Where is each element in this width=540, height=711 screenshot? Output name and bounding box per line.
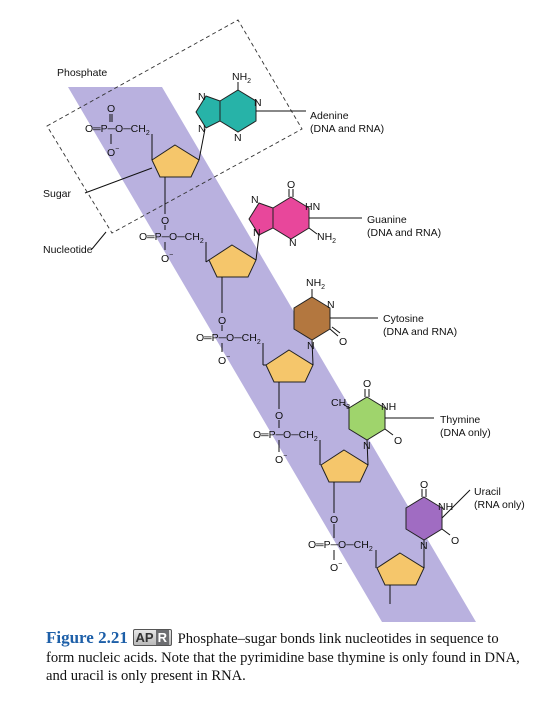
sugar-1: [151, 144, 200, 178]
cytosine-n2: N: [307, 340, 315, 352]
label-uracil: Uracil: [474, 486, 501, 498]
guanine-o: O: [287, 179, 295, 191]
label-cytosine-note: (DNA and RNA): [383, 326, 457, 338]
cytosine-n1: N: [327, 299, 335, 311]
chem-labels: O O═P─O─CH2 O− O O═P─O─CH2 O− O O═P─O─CH…: [85, 71, 459, 574]
label-guanine-note: (DNA and RNA): [367, 227, 441, 239]
apr-badge-ap: AP: [135, 630, 154, 645]
phosphate-row-1: O═P─O─CH2: [85, 123, 150, 137]
nucleotide-box: [46, 19, 303, 234]
phosphate-row-4: O═P─O─CH2: [253, 429, 318, 443]
phosphate-o-top-1: O: [107, 103, 115, 115]
sugar-4: [320, 449, 369, 483]
adenine-nh2: NH2: [232, 71, 251, 85]
guanine-base: [248, 196, 310, 240]
phosphate-o-top-3: O: [218, 315, 226, 327]
sugar-5: [376, 552, 425, 586]
adenine-n1: N: [198, 91, 206, 103]
uracil-nh: NH: [438, 501, 453, 513]
thymine-n: N: [363, 440, 371, 452]
adenine-n4: N: [234, 132, 242, 144]
cytosine-o: O: [339, 336, 347, 348]
label-thymine: Thymine: [440, 414, 480, 426]
sugar-3: [265, 349, 314, 383]
phosphate-o-bottom-4: O−: [275, 453, 287, 466]
bond-lines: [84, 82, 471, 604]
label-cytosine: Cytosine: [383, 313, 424, 325]
label-uracil-note: (RNA only): [474, 499, 525, 511]
guanine-n1: N: [251, 194, 259, 206]
uracil-o-top: O: [420, 479, 428, 491]
thymine-o-top: O: [363, 378, 371, 390]
label-guanine: Guanine: [367, 214, 407, 226]
phosphate-o-bottom-2: O−: [161, 252, 173, 265]
cytosine-nh2: NH2: [306, 277, 325, 291]
guanine-nh2: NH2: [317, 231, 336, 245]
thymine-o-right: O: [394, 435, 402, 447]
guanine-n2: N: [253, 227, 261, 239]
label-phosphate: Phosphate: [57, 67, 107, 79]
guanine-hn: HN: [305, 201, 320, 213]
adenine-n2: N: [254, 97, 262, 109]
label-sugar: Sugar: [43, 188, 72, 200]
phosphate-o-bottom-3: O−: [218, 354, 230, 367]
figure-number: Figure 2.21: [46, 628, 128, 647]
phosphate-o-bottom-5: O−: [330, 561, 342, 574]
phosphate-o-top-4: O: [275, 410, 283, 422]
guanine-n3: N: [289, 237, 297, 249]
label-thymine-note: (DNA only): [440, 427, 491, 439]
thymine-ch3: CH3: [331, 397, 350, 411]
phosphate-o-top-5: O: [330, 514, 338, 526]
apr-badge-r: R: [155, 630, 169, 645]
label-adenine: Adenine: [310, 110, 349, 122]
label-nucleotide: Nucleotide: [43, 244, 93, 256]
phosphate-row-5: O═P─O─CH2: [308, 539, 373, 553]
backbone-band: [68, 87, 476, 622]
component-labels: Phosphate Sugar Nucleotide Adenine (DNA …: [43, 67, 525, 511]
thymine-nh: NH: [381, 401, 396, 413]
label-adenine-note: (DNA and RNA): [310, 123, 384, 135]
phosphate-row-3: O═P─O─CH2: [196, 332, 261, 346]
phosphate-row-2: O═P─O─CH2: [139, 231, 204, 245]
sugar-2: [208, 244, 257, 278]
uracil-n: N: [420, 540, 428, 552]
phosphate-o-bottom-1: O−: [107, 146, 119, 159]
caption-text: Phosphate–sugar bonds link nucleotides i…: [46, 631, 520, 684]
uracil-o-right: O: [451, 535, 459, 547]
adenine-base: [195, 89, 257, 133]
adenine-n3: N: [198, 123, 206, 135]
phosphate-o-top-2: O: [161, 215, 169, 227]
